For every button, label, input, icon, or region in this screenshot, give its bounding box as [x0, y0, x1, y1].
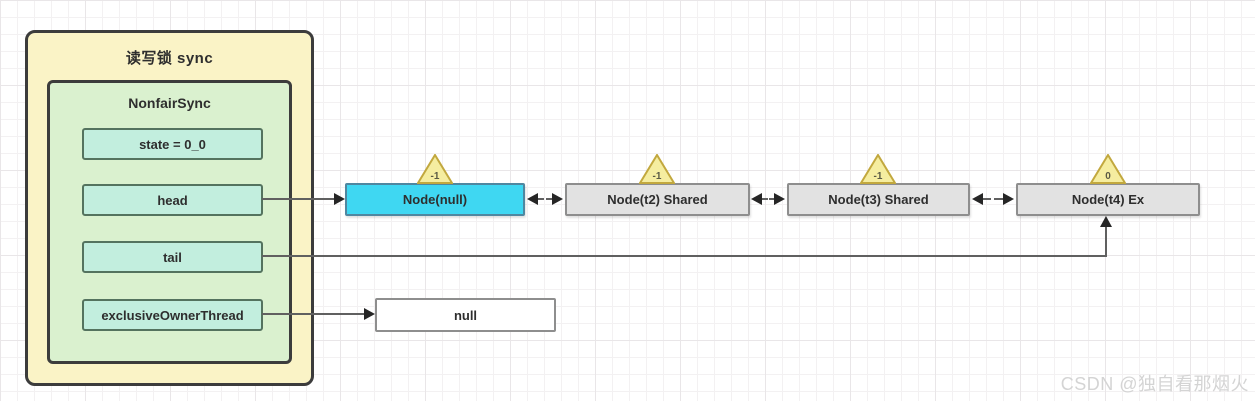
next-link-line [994, 198, 1003, 200]
queue-node-head-sentinel: Node(null) [345, 183, 525, 216]
next-link-arrowhead-icon [774, 193, 785, 205]
waitstatus-triangle-icon: -1 [417, 154, 453, 184]
tail-pointer-arrowhead-icon [1100, 216, 1112, 227]
prev-link-arrowhead-icon [972, 193, 983, 205]
nonfairsync-title: NonfairSync [128, 95, 211, 111]
tail-field: tail [82, 241, 263, 273]
next-link-line [546, 198, 553, 200]
exclusive-owner-thread-field: exclusiveOwnerThread [82, 299, 263, 331]
prev-link-line [761, 198, 768, 200]
waitstatus-value: -1 [873, 171, 883, 182]
next-link-arrowhead-icon [1003, 193, 1014, 205]
tail-pointer-line-vertical [1105, 226, 1107, 257]
head-pointer-line [262, 198, 336, 200]
exclusive-owner-arrowhead-icon [364, 308, 375, 320]
csdn-watermark: CSDN @独自看那烟火 [1060, 374, 1249, 394]
prev-link-line [537, 198, 544, 200]
prev-link-line [982, 198, 991, 200]
queue-node-t2: Node(t2) Shared [565, 183, 750, 216]
waitstatus-value: -1 [652, 171, 662, 182]
null-value-box: null [375, 298, 556, 332]
next-link-arrowhead-icon [552, 193, 563, 205]
head-field: head [82, 184, 263, 216]
head-pointer-arrowhead-icon [334, 193, 345, 205]
sync-container-title: 读写锁 sync [125, 50, 214, 67]
waitstatus-triangle-icon: -1 [860, 154, 896, 184]
state-field: state = 0_0 [82, 128, 263, 160]
waitstatus-triangle-icon: 0 [1090, 154, 1126, 184]
tail-pointer-line-horizontal [262, 255, 1107, 257]
queue-node-t4: Node(t4) Ex [1016, 183, 1200, 216]
exclusive-owner-pointer-line [262, 313, 365, 315]
prev-link-arrowhead-icon [527, 193, 538, 205]
next-link-line [769, 198, 776, 200]
waitstatus-value: -1 [430, 171, 440, 182]
prev-link-arrowhead-icon [751, 193, 762, 205]
waitstatus-value: 0 [1105, 171, 1111, 182]
waitstatus-triangle-icon: -1 [639, 154, 675, 184]
queue-node-t3: Node(t3) Shared [787, 183, 970, 216]
